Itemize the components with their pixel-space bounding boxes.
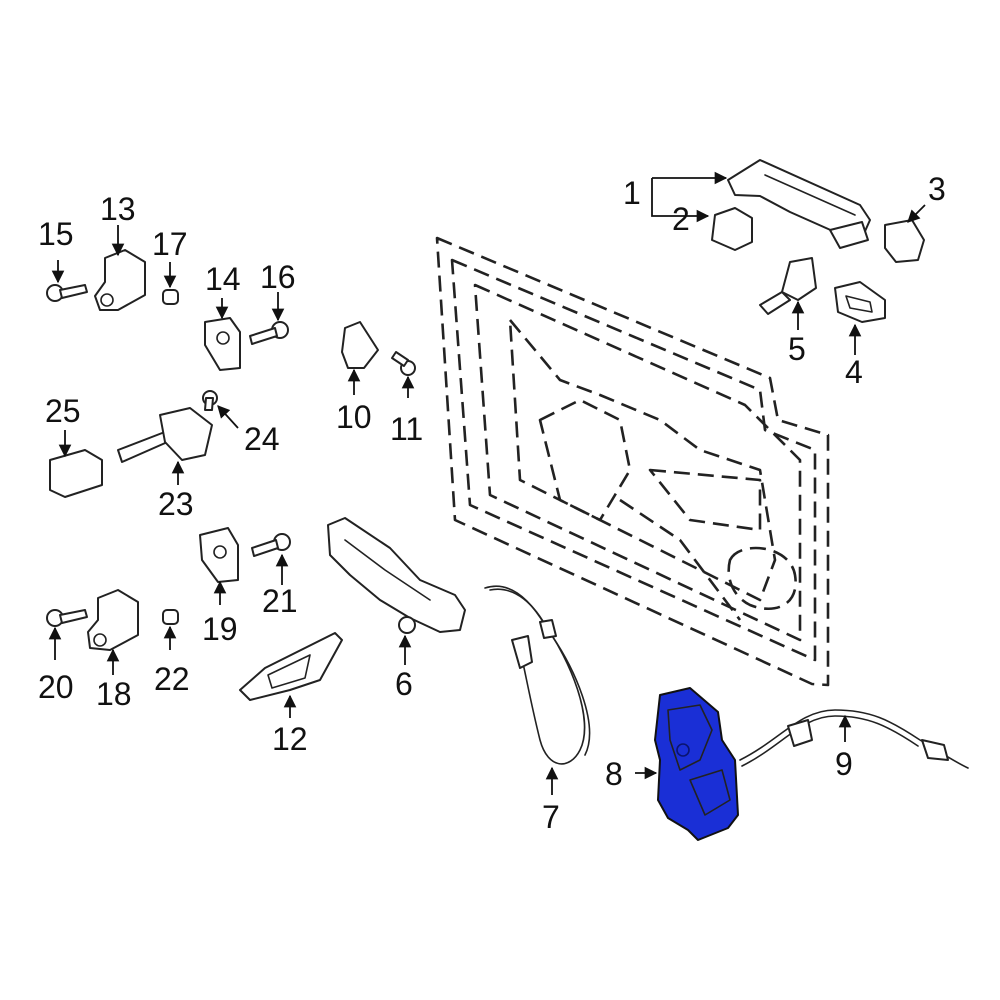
callout-17: 17 [152, 226, 188, 262]
callout-21: 21 [262, 583, 298, 619]
door-check-23 [117, 407, 213, 463]
callout-24: 24 [244, 421, 280, 457]
callout-5: 5 [788, 331, 806, 367]
inner-handle-12 [239, 632, 343, 701]
lower-hinge-18 [87, 589, 139, 651]
callout-1: 1 [623, 175, 641, 211]
handle-gasket [711, 207, 753, 251]
bolt-15 [46, 284, 88, 302]
bolt-16 [249, 321, 289, 345]
inner-handle-carrier-6 [327, 517, 466, 634]
upper-hinge-door [94, 249, 146, 311]
callout-13: 13 [100, 191, 136, 227]
callout-labels: 1 2 3 4 5 6 7 8 9 10 11 12 13 14 15 16 1… [38, 171, 946, 835]
cylinder-cap [884, 219, 925, 263]
leader-lines [48, 171, 926, 795]
callout-7: 7 [542, 799, 560, 835]
handle-bezel [834, 281, 886, 323]
callout-14: 14 [205, 261, 241, 297]
callout-25: 25 [45, 393, 81, 429]
callout-6: 6 [395, 666, 413, 702]
callout-15: 15 [38, 216, 74, 252]
bolt-24 [202, 390, 218, 411]
callout-2: 2 [672, 201, 690, 237]
callout-4: 4 [845, 354, 863, 390]
callout-22: 22 [154, 661, 190, 697]
door-outline [435, 236, 830, 687]
callout-8: 8 [605, 756, 623, 792]
hinge-shim-19 [199, 527, 239, 583]
screw-11 [391, 351, 416, 376]
bumper-25 [49, 449, 103, 498]
lock-cable-9 [739, 709, 969, 769]
callout-20: 20 [38, 669, 74, 705]
outside-handle [727, 159, 871, 249]
callout-19: 19 [202, 611, 238, 647]
bushing-17 [162, 289, 179, 305]
callout-10: 10 [336, 399, 372, 435]
bolt-20 [46, 609, 88, 627]
callout-18: 18 [96, 676, 132, 712]
release-cable-7 [484, 585, 591, 765]
bushing-22 [162, 609, 179, 625]
callout-12: 12 [272, 721, 308, 757]
callout-23: 23 [158, 486, 194, 522]
striker-10 [341, 321, 379, 369]
door-latch-8 [654, 687, 739, 841]
callout-11: 11 [390, 411, 423, 447]
lock-cylinder [759, 257, 817, 315]
callout-16: 16 [260, 259, 296, 295]
callout-9: 9 [835, 746, 853, 782]
bolt-21 [251, 533, 291, 557]
callout-3: 3 [928, 171, 946, 207]
